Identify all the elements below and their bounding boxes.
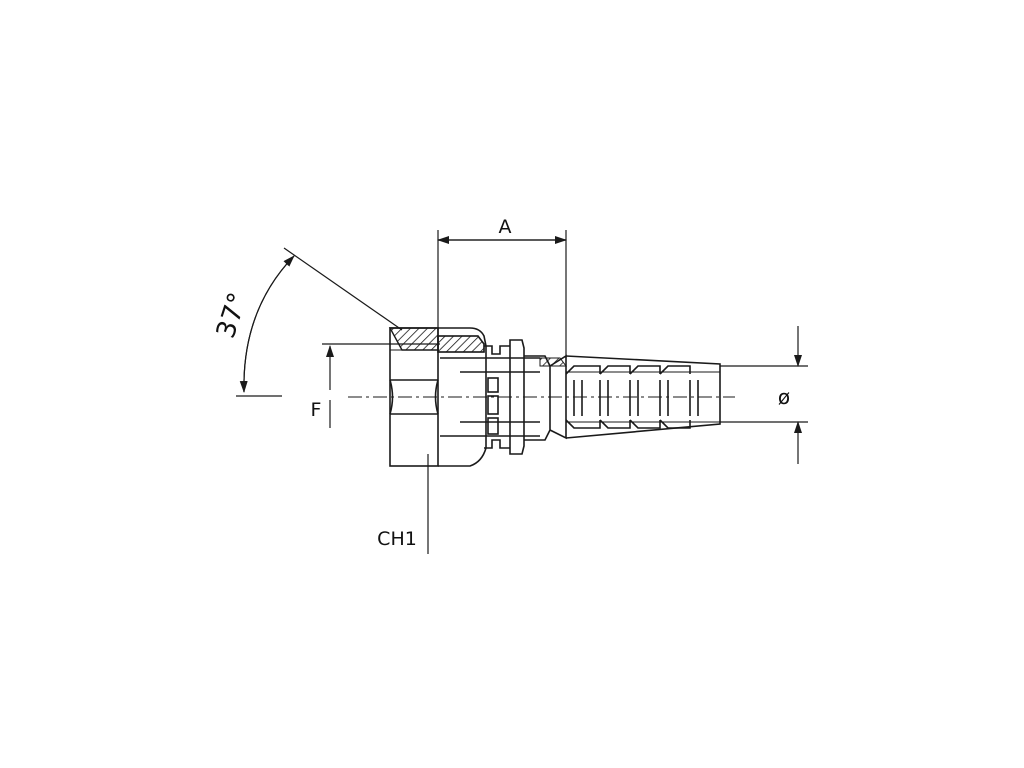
dimension-f-label: F [311,399,322,421]
angle-label: 37° [211,289,254,342]
neck-section-hatch [539,357,567,367]
dimension-a [437,230,567,358]
diameter-label: ø [778,385,790,409]
dimension-diameter [720,326,808,464]
fitting-body [437,327,567,467]
dimension-f [322,343,440,428]
dimension-a-label: A [499,216,512,238]
nut-section-hatch [388,327,439,351]
wrench-size-label: CH1 [377,528,417,550]
angle-dimension [236,247,403,397]
hose-tail [565,355,721,439]
collar-section-hatch [437,335,485,353]
